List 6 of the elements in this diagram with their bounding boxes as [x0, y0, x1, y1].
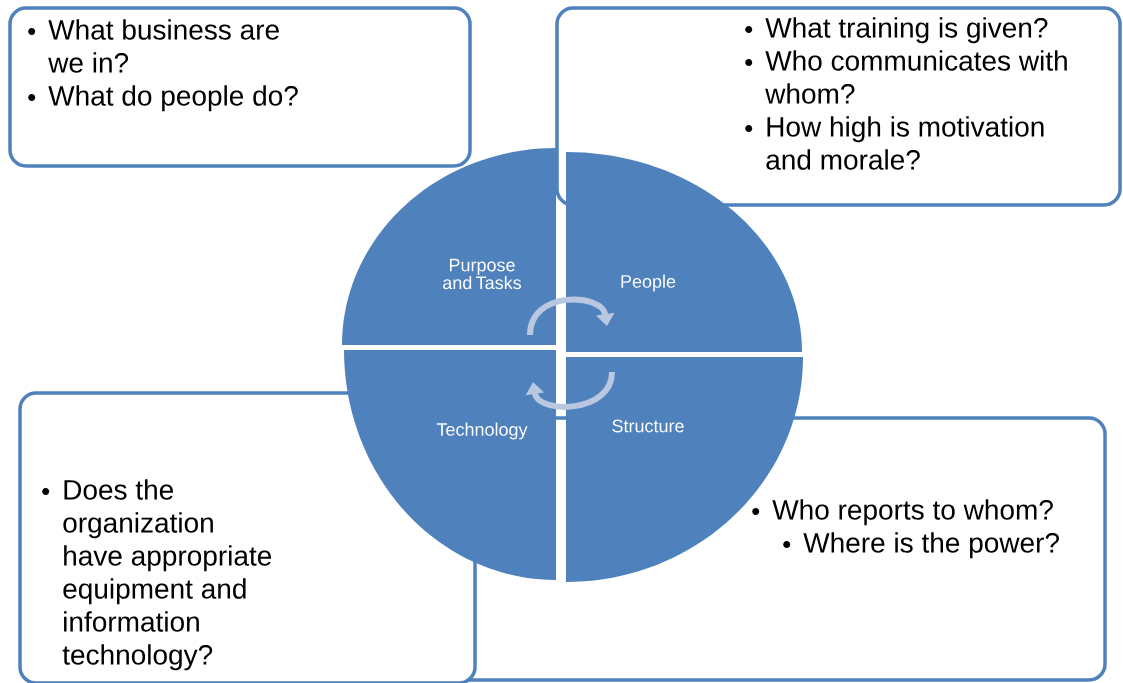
quadrant-sector: Technology — [344, 350, 556, 580]
cycle-arrow — [527, 296, 615, 336]
question-box: What business are we in? What do people do? — [8, 6, 472, 168]
quadrant-sector: Purpose and Tasks — [342, 148, 556, 345]
question-box: What training is given? Who communicates with whom? How high is motivation and morale? — [555, 6, 1122, 207]
cycle-arrow — [525, 371, 615, 410]
